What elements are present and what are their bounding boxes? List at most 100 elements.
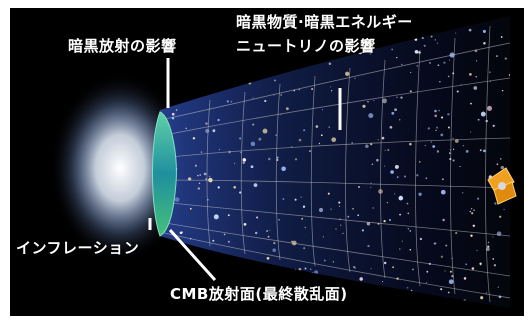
galaxy-dot xyxy=(418,192,422,196)
galaxy-dot xyxy=(483,42,486,45)
galaxy-dot xyxy=(480,111,486,117)
galaxy-dot xyxy=(303,129,305,132)
galaxy-dot xyxy=(500,36,503,38)
galaxy-dot xyxy=(492,236,494,238)
galaxy-dot xyxy=(303,57,305,59)
galaxy-dot xyxy=(398,195,404,201)
galaxy-dot xyxy=(448,279,454,285)
galaxy-dot xyxy=(185,127,187,129)
galaxy-dot xyxy=(406,31,410,34)
galaxy-dot xyxy=(298,138,302,142)
galaxy-dot xyxy=(227,274,230,277)
galaxy-dot xyxy=(444,270,446,272)
galaxy-dot xyxy=(447,291,450,294)
galaxy-dot xyxy=(266,256,270,260)
galaxy-dot xyxy=(473,209,475,211)
galaxy-dot xyxy=(288,60,290,62)
galaxy-dot xyxy=(275,134,278,136)
galaxy-dot xyxy=(452,137,454,140)
galaxy-dot xyxy=(421,32,424,36)
galaxy-dot xyxy=(497,286,499,288)
galaxy-dot xyxy=(470,131,472,133)
galaxy-dot xyxy=(504,57,508,60)
galaxy-dot xyxy=(436,42,439,44)
galaxy-dot xyxy=(475,76,477,78)
galaxy-dot xyxy=(361,229,364,232)
galaxy-dot xyxy=(212,129,216,133)
galaxy-dot xyxy=(483,149,486,153)
galaxy-dot xyxy=(477,118,480,121)
galaxy-dot xyxy=(282,198,285,200)
galaxy-dot xyxy=(486,247,490,251)
galaxy-dot xyxy=(389,287,392,290)
galaxy-dot xyxy=(454,301,457,305)
galaxy-dot xyxy=(328,62,332,66)
neutrino-label: ニュートリノの影響 xyxy=(236,37,376,55)
galaxy-dot xyxy=(225,71,228,73)
galaxy-dot xyxy=(409,248,412,251)
galaxy-dot xyxy=(267,235,270,238)
galaxy-dot xyxy=(416,174,419,177)
galaxy-dot xyxy=(360,288,366,294)
galaxy-dot xyxy=(406,286,409,289)
galaxy-dot xyxy=(492,124,495,127)
galaxy-dot xyxy=(410,71,412,74)
galaxy-dot xyxy=(472,224,476,228)
galaxy-dot xyxy=(194,273,197,276)
galaxy-dot xyxy=(208,268,211,271)
galaxy-dot xyxy=(470,234,473,237)
galaxy-dot xyxy=(270,277,272,280)
galaxy-dot xyxy=(447,75,450,78)
galaxy-dot xyxy=(304,226,306,229)
galaxy-dot xyxy=(501,90,504,92)
galaxy-dot xyxy=(272,248,276,252)
galaxy-dot xyxy=(192,64,196,68)
galaxy-dot xyxy=(242,161,245,164)
galaxy-dot xyxy=(278,218,280,221)
galaxy-dot xyxy=(448,59,451,61)
galaxy-dot xyxy=(409,142,412,146)
galaxy-dot xyxy=(212,239,215,242)
galaxy-dot xyxy=(441,116,443,118)
galaxy-dot xyxy=(330,90,333,92)
galaxy-dot xyxy=(218,149,220,151)
galaxy-dot xyxy=(489,71,491,74)
galaxy-dot xyxy=(358,186,360,188)
galaxy-dot xyxy=(493,264,497,267)
galaxy-dot xyxy=(189,207,192,210)
galaxy-dot xyxy=(440,288,443,291)
galaxy-dot xyxy=(476,249,478,251)
galaxy-dot xyxy=(352,265,355,268)
galaxy-dot xyxy=(462,145,465,147)
galaxy-dot xyxy=(382,281,384,283)
galaxy-dot xyxy=(399,248,401,250)
galaxy-dot xyxy=(409,90,412,93)
universe-evolution-diagram: 暗黒放射の影響 暗黒物質·暗黒エネルギー ニュートリノの影響 インフレーション … xyxy=(10,8,524,316)
galaxy-dot xyxy=(463,299,466,302)
galaxy-dot xyxy=(226,100,229,103)
galaxy-dot xyxy=(303,247,306,250)
galaxy-dot xyxy=(328,126,330,128)
galaxy-dot xyxy=(390,170,394,174)
galaxy-dot xyxy=(470,208,473,210)
galaxy-dot xyxy=(369,52,372,55)
spacetime-grid xyxy=(159,25,510,303)
galaxy-dot xyxy=(239,137,242,140)
galaxy-dot xyxy=(237,61,241,64)
galaxy-dot xyxy=(386,201,389,204)
galaxy-dot xyxy=(242,267,246,271)
dark-radiation-label: 暗黒放射の影響 xyxy=(68,37,177,55)
galaxy-dot xyxy=(434,114,438,118)
galaxy-dot xyxy=(308,150,312,153)
galaxy-dot xyxy=(309,276,311,278)
galaxy-dot xyxy=(205,249,210,254)
galaxy-dot xyxy=(381,136,385,140)
galaxy-dot xyxy=(426,270,429,273)
galaxy-dot xyxy=(384,149,386,151)
galaxy-dot xyxy=(197,174,199,177)
satellite-probe-icon xyxy=(487,167,517,205)
galaxy-dot xyxy=(406,202,409,205)
galaxy-dot xyxy=(473,86,478,90)
galaxy-dot xyxy=(294,158,298,161)
galaxy-dot xyxy=(479,149,482,152)
